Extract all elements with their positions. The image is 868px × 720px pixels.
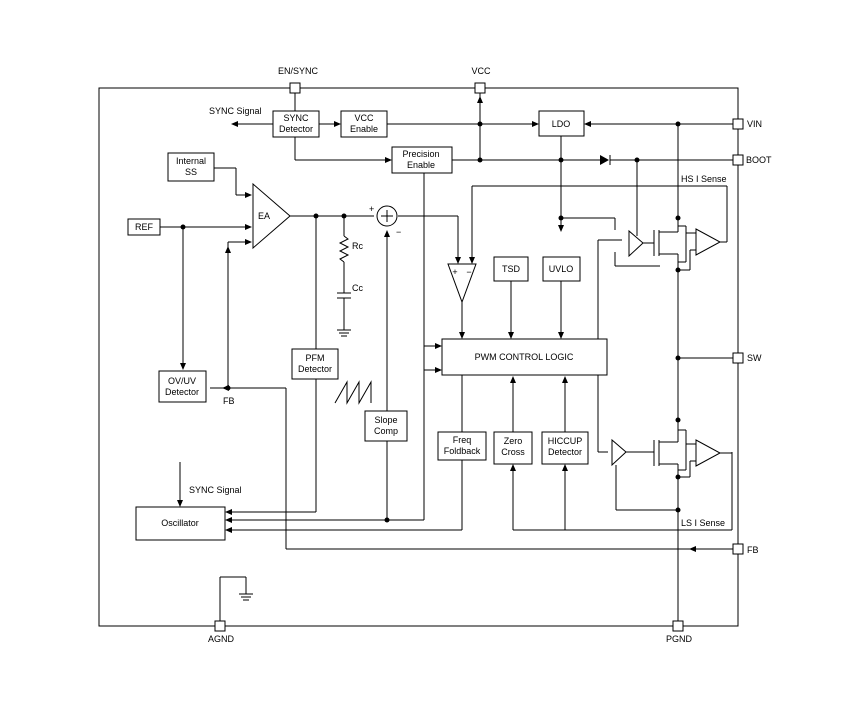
oscillator-block: Oscillator (135, 506, 226, 541)
svg-text:LDO: LDO (552, 119, 571, 129)
pins: EN/SYNC VCC VIN BOOT SW FB AGND PGND (208, 66, 772, 644)
pin-agnd: AGND (208, 620, 235, 644)
svg-text:HICCUP: HICCUP (548, 436, 583, 446)
svg-text:Foldback: Foldback (444, 446, 481, 456)
boot-diode-icon (600, 155, 611, 165)
svg-text:Cc: Cc (352, 283, 363, 293)
zero-cross-block: Zero Cross (493, 431, 533, 465)
junction-dots (180, 121, 681, 523)
pin-agnd-label: AGND (208, 634, 235, 644)
comp-minus-label: − (466, 267, 471, 277)
svg-text:PWM CONTROL LOGIC: PWM CONTROL LOGIC (475, 352, 574, 362)
cc-capacitor: Cc (337, 283, 363, 299)
svg-text:Enable: Enable (407, 160, 435, 170)
svg-text:UVLO: UVLO (549, 264, 574, 274)
summing-junction: + − (369, 204, 401, 237)
sum-minus-label: − (396, 227, 401, 237)
uvlo-block: UVLO (542, 256, 581, 282)
hs-mosfet-icon (643, 218, 687, 263)
hs-gate-driver (628, 229, 644, 258)
fb-internal-label: FB (223, 396, 235, 406)
pwm-control-logic-block: PWM CONTROL LOGIC (441, 338, 608, 376)
precision-enable-block: Precision Enable (391, 146, 453, 174)
svg-text:EA: EA (258, 211, 270, 221)
hs-sense-label: HS I Sense (681, 174, 727, 184)
pin-vcc: VCC (471, 66, 491, 94)
svg-text:Zero: Zero (504, 436, 523, 446)
svg-text:Detector: Detector (279, 124, 313, 134)
ls-mosfet-icon (626, 420, 687, 475)
svg-text:Freq: Freq (453, 435, 472, 445)
pin-pgnd: PGND (666, 620, 693, 644)
ldo-block: LDO (538, 110, 585, 137)
svg-text:Cross: Cross (501, 447, 525, 457)
wires (160, 92, 733, 622)
svg-text:Oscillator: Oscillator (161, 518, 199, 528)
svg-text:Slope: Slope (374, 415, 397, 425)
pwm-comparator: + − (447, 263, 477, 304)
ls-sense-amp: LS I Sense (678, 439, 732, 528)
freq-foldback-block: Freq Foldback (437, 431, 487, 461)
internal-ss-block: Internal SS (167, 152, 215, 182)
svg-text:VCC: VCC (354, 113, 374, 123)
sum-plus-label: + (369, 204, 374, 214)
svg-text:SS: SS (185, 167, 197, 177)
svg-text:Detector: Detector (165, 387, 199, 397)
svg-text:OV/UV: OV/UV (168, 376, 196, 386)
ea-amplifier: EA (252, 182, 291, 250)
pin-fb-label: FB (747, 545, 759, 555)
svg-text:SYNC: SYNC (283, 113, 309, 123)
svg-text:Comp: Comp (374, 426, 398, 436)
pin-en-sync-label: EN/SYNC (278, 66, 319, 76)
ramp-waveform-icon (334, 380, 372, 405)
pin-boot: BOOT (732, 154, 772, 166)
rc-resistor: Rc (338, 235, 363, 263)
pin-boot-label: BOOT (746, 155, 772, 165)
svg-text:Detector: Detector (298, 364, 332, 374)
svg-text:Rc: Rc (352, 241, 363, 251)
pin-sw: SW (732, 352, 762, 364)
pin-vcc-label: VCC (471, 66, 491, 76)
tsd-block: TSD (493, 256, 529, 282)
sync-signal-out-label: SYNC Signal (209, 106, 262, 116)
svg-text:TSD: TSD (502, 264, 521, 274)
svg-text:Precision: Precision (402, 149, 439, 159)
svg-text:PFM: PFM (306, 353, 325, 363)
svg-text:Detector: Detector (548, 447, 582, 457)
hs-sense-amp: HS I Sense (678, 174, 727, 271)
agnd-ground-icon (239, 593, 253, 601)
ovuv-detector-block: OV/UV Detector (158, 370, 207, 403)
pin-en-sync: EN/SYNC (278, 66, 319, 94)
ref-block: REF (127, 218, 161, 236)
comp-plus-label: + (452, 267, 457, 277)
pin-vin: VIN (732, 118, 762, 130)
vcc-enable-block: VCC Enable (340, 110, 388, 138)
sync-signal-in-label: SYNC Signal (189, 485, 242, 495)
ls-gate-driver (611, 438, 627, 467)
hiccup-detector-block: HICCUP Detector (541, 431, 589, 465)
svg-text:Enable: Enable (350, 124, 378, 134)
ls-sense-label: LS I Sense (681, 518, 725, 528)
arrowheads (177, 96, 696, 552)
svg-text:REF: REF (135, 222, 154, 232)
pin-sw-label: SW (747, 353, 762, 363)
pin-pgnd-label: PGND (666, 634, 693, 644)
sync-detector-block: SYNC Detector (272, 110, 320, 138)
svg-text:Internal: Internal (176, 156, 206, 166)
pin-fb: FB (732, 543, 759, 555)
ground-icon (337, 329, 351, 337)
pin-vin-label: VIN (747, 119, 762, 129)
slope-comp-block: Slope Comp (364, 410, 408, 442)
pfm-detector-block: PFM Detector (291, 348, 339, 380)
